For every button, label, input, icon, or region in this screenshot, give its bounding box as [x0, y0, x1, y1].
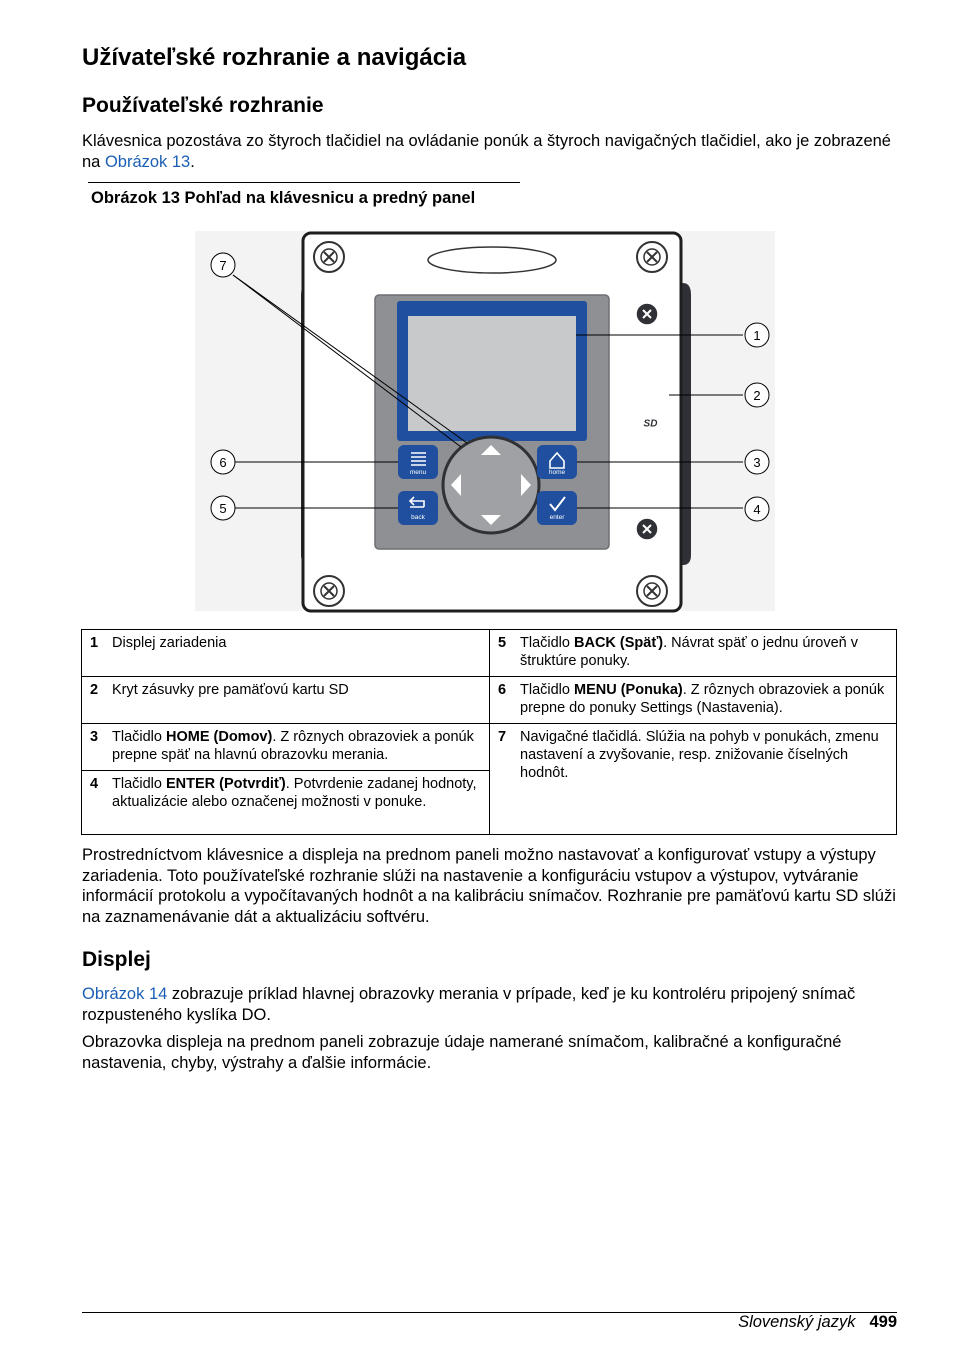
legend-item-2: 2 Kryt zásuvky pre pamäťovú kartu SD	[81, 676, 490, 724]
figure-14-link[interactable]: Obrázok 14	[82, 985, 168, 1003]
section-heading-user-interface: Používateľské rozhranie	[82, 94, 324, 117]
intro-end: .	[190, 152, 195, 171]
figure-top-rule	[88, 182, 520, 183]
enter-button[interactable]: enter	[537, 491, 577, 525]
page-footer: Slovenský jazyk 499	[738, 1313, 897, 1332]
legend-text: Kryt zásuvky pre pamäťovú kartu SD	[112, 682, 349, 698]
display-paragraph-1-text: zobrazuje príklad hlavnej obrazovky mera…	[82, 985, 856, 1024]
display-paragraph-2: Obrazovka displeja na prednom paneli zob…	[82, 1033, 842, 1072]
legend-text: Tlačidlo MENU (Ponuka). Z rôznych obrazo…	[520, 682, 885, 716]
callout-4: 4	[753, 502, 760, 517]
back-button[interactable]: back	[398, 491, 438, 525]
legend-item-4: 4 Tlačidlo ENTER (Potvrdiť). Potvrdenie z…	[81, 770, 490, 835]
home-button[interactable]: home	[537, 445, 577, 479]
legend-num: 2	[90, 682, 99, 698]
menu-button[interactable]: menu	[398, 445, 438, 479]
legend-text: Navigačné tlačidlá. Slúžia na pohyb v po…	[520, 729, 879, 781]
navigation-pad[interactable]	[441, 435, 541, 535]
interface-description-paragraph: Prostredníctvom klávesnice a displeja na…	[82, 846, 896, 926]
legend-num: 6	[498, 682, 507, 698]
cover-screw-bottom-icon	[635, 517, 659, 541]
callout-6: 6	[219, 455, 226, 470]
checkmark-icon	[549, 496, 566, 512]
page-title: Užívateľské rozhranie a navigácia	[82, 44, 467, 71]
nav-right-arrow-icon[interactable]	[521, 474, 531, 496]
legend-item-6: 6 Tlačidlo MENU (Ponuka). Z rôznych obraz…	[489, 676, 897, 724]
nav-down-arrow-icon[interactable]	[481, 515, 501, 525]
figure-caption: Obrázok 13 Pohľad na klávesnicu a predný…	[91, 189, 476, 207]
display-screen	[408, 316, 576, 431]
legend-num: 3	[90, 729, 99, 745]
callout-3: 3	[753, 455, 760, 470]
sd-card-icon: SD	[629, 407, 670, 439]
legend-num: 7	[498, 729, 507, 745]
legend-item-3: 3 Tlačidlo HOME (Domov). Z rôznych obrazo…	[81, 723, 490, 771]
menu-button-label: menu	[410, 469, 427, 476]
nav-up-arrow-icon[interactable]	[481, 445, 501, 455]
home-button-label: home	[549, 469, 566, 476]
footer-language: Slovenský jazyk	[738, 1313, 856, 1331]
top-label-oval	[427, 246, 557, 274]
legend-text: Tlačidlo HOME (Domov). Z rôznych obrazov…	[112, 729, 474, 763]
screw-top-left-icon	[313, 241, 345, 273]
callout-5: 5	[219, 501, 226, 516]
legend-num: 4	[90, 776, 99, 792]
figure-legend-table: 1 Displej zariadenia 5 Tlačidlo BACK (Späť…	[81, 629, 897, 835]
back-button-label: back	[411, 514, 425, 521]
screw-top-right-icon	[636, 241, 668, 273]
section-heading-display: Displej	[82, 948, 151, 971]
sd-label: SD	[644, 419, 658, 430]
callout-2: 2	[753, 388, 760, 403]
cover-screw-top-icon	[635, 302, 659, 326]
callout-7: 7	[219, 258, 226, 273]
intro-paragraph: Klávesnica pozostáva zo štyroch tlačidie…	[82, 131, 902, 172]
legend-text: Tlačidlo ENTER (Potvrdiť). Potvrdenie za…	[112, 776, 477, 810]
home-icon	[549, 451, 565, 469]
legend-num: 5	[498, 635, 507, 651]
page-number: 499	[869, 1313, 897, 1331]
legend-num: 1	[90, 635, 99, 651]
footer-rule	[82, 1312, 897, 1313]
controller-front-panel-figure: SD menu home back enter	[195, 231, 775, 613]
legend-item-7: 7 Navigačné tlačidlá. Slúžia na pohyb v p…	[489, 723, 897, 835]
screw-bottom-right-icon	[636, 575, 668, 607]
display-paragraph-1: Obrázok 14 zobrazuje príklad hlavnej obr…	[82, 984, 902, 1025]
legend-text: Tlačidlo BACK (Späť). Návrat späť o jedn…	[520, 635, 858, 669]
callout-leader-lines	[232, 274, 743, 509]
enter-button-label: enter	[550, 514, 566, 521]
back-arrow-icon	[408, 496, 425, 508]
callouts: 7 1 2 3 4 6 5	[210, 252, 770, 522]
legend-item-5: 5 Tlačidlo BACK (Späť). Návrat späť o jed…	[489, 629, 897, 677]
legend-text: Displej zariadenia	[112, 635, 227, 651]
legend-item-1: 1 Displej zariadenia	[81, 629, 490, 677]
screw-bottom-left-icon	[313, 575, 345, 607]
nav-left-arrow-icon[interactable]	[451, 474, 461, 496]
figure-13-link[interactable]: Obrázok 13	[104, 152, 191, 171]
intro-text: Klávesnica pozostáva zo štyroch tlačidie…	[82, 132, 891, 171]
callout-1: 1	[753, 328, 760, 343]
